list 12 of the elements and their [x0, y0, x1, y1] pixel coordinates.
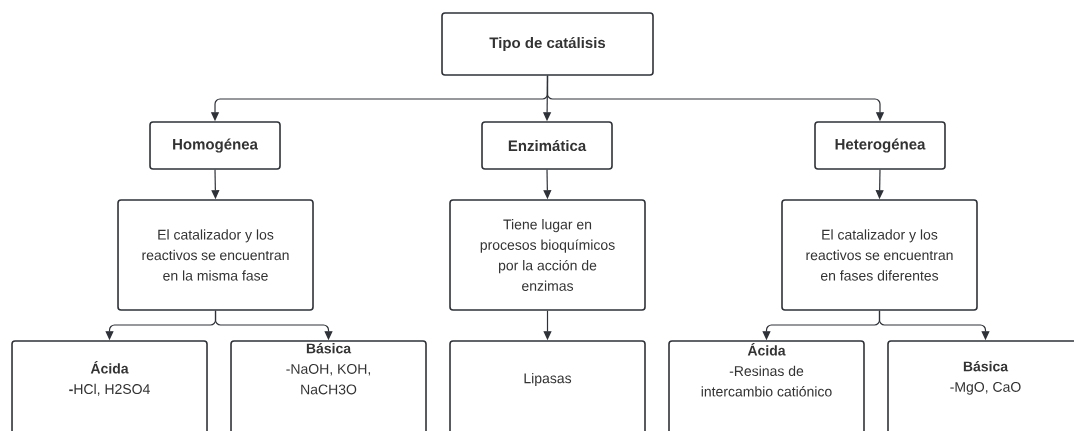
- category-box: Enzimática: [481, 121, 613, 170]
- description-box: El catalizador y los reactivos se encuentran en fases diferentes: [781, 199, 978, 311]
- category-box: Homogénea: [149, 121, 281, 170]
- example-box: Lipasas: [449, 340, 646, 431]
- example-box: Básica -MgO, CaO: [887, 340, 1074, 431]
- example-box: Ácida -Resinas de intercambio catiónico: [668, 340, 865, 431]
- example-box: Básica -NaOH, KOH, NaCH3O: [230, 340, 427, 431]
- description-box: Tiene lugar en procesos bioquímicos por la acción de enzimas: [449, 199, 646, 311]
- category-box: Tipo de catálisis: [441, 12, 654, 76]
- category-box: Heterogénea: [814, 121, 946, 170]
- description-box: El catalizador y los reactivos se encuentran en la misma fase: [117, 199, 314, 311]
- example-box: Ácida -HCl, H2SO4: [11, 340, 208, 431]
